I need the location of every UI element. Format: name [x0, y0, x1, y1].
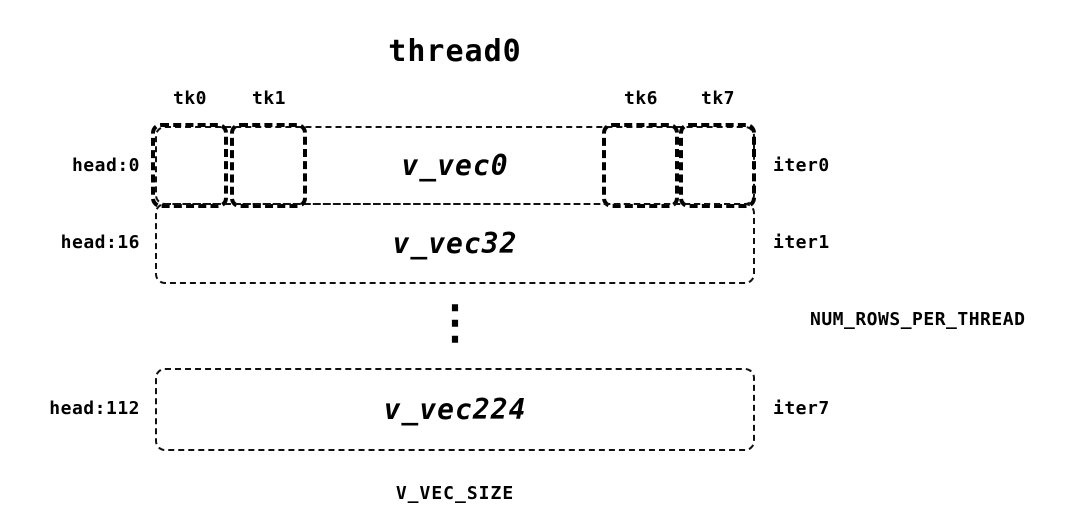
row-iter1: v_vec32: [155, 203, 755, 284]
vertical-ellipsis: ⋮: [432, 295, 478, 349]
iter7-label: iter7: [773, 398, 830, 419]
tk0-label: tk0: [172, 88, 207, 109]
row-iter7: v_vec224: [155, 368, 755, 451]
tk7-label: tk7: [700, 88, 735, 109]
v-vec-size-label: V_VEC_SIZE: [395, 483, 515, 504]
head112-label: head:112: [49, 398, 140, 419]
head16-label: head:16: [60, 232, 140, 253]
tk6-box: [602, 123, 679, 208]
tk7-box: [679, 123, 756, 208]
num-rows-per-thread-label: NUM_ROWS_PER_THREAD: [810, 309, 1026, 330]
tk1-label: tk1: [251, 88, 286, 109]
tk1-box: [230, 123, 307, 208]
diagram-title: thread0: [388, 34, 522, 69]
vec224-label: v_vec224: [383, 393, 527, 426]
tk6-label: tk6: [623, 88, 658, 109]
iter0-label: iter0: [773, 155, 830, 176]
head0-label: head:0: [71, 155, 140, 176]
vec0-label: v_vec0: [401, 149, 509, 182]
iter1-label: iter1: [773, 232, 830, 253]
vec32-label: v_vec32: [392, 227, 518, 260]
tk0-box: [151, 123, 228, 208]
